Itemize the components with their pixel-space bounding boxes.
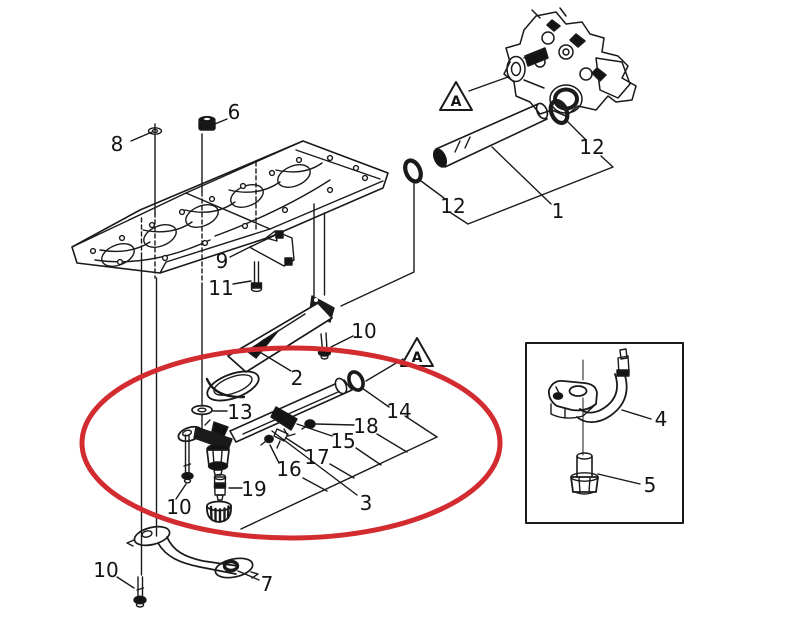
part-number-13: 13 — [227, 400, 253, 424]
part-number-12-right: 12 — [579, 135, 605, 159]
part-number-10-top: 10 — [351, 319, 377, 343]
part-number-6: 6 — [227, 100, 241, 124]
highlight-ellipse — [79, 345, 503, 541]
part-number-5: 5 — [643, 473, 657, 497]
part-number-10-mid: 10 — [166, 495, 192, 519]
part-number-14: 14 — [386, 399, 412, 423]
part-number-1: 1 — [551, 199, 565, 223]
part-number-18: 18 — [353, 414, 379, 438]
oil-pump-assembly — [503, 7, 637, 117]
part-number-11: 11 — [208, 276, 234, 300]
part-number-19: 19 — [241, 477, 267, 501]
inset-box — [525, 342, 684, 524]
strainer-cap — [206, 500, 232, 523]
datum-a-bottom: A — [411, 350, 423, 366]
valve-19 — [213, 473, 227, 501]
part-number-10-bottom: 10 — [93, 558, 119, 582]
part-number-16: 16 — [276, 457, 302, 481]
part-number-2: 2 — [290, 366, 304, 390]
part-number-17: 17 — [304, 445, 330, 469]
nut-6 — [198, 115, 216, 131]
fitting-17 — [273, 428, 289, 442]
leader-lines — [116, 76, 614, 589]
o-ring-12-left — [403, 158, 423, 184]
warning-triangle-top — [439, 81, 473, 111]
part-number-12-left: 12 — [440, 194, 466, 218]
bolt-10-mid — [181, 434, 194, 484]
bolt-16 — [264, 434, 274, 444]
bolt-10-bottom — [133, 576, 147, 608]
oil-pipe-4 — [548, 348, 630, 424]
bolt-11 — [250, 261, 263, 293]
part-number-4: 4 — [654, 407, 668, 431]
valve-body — [206, 443, 230, 476]
stud-projection-lines — [140, 133, 326, 576]
part-number-9: 9 — [215, 249, 229, 273]
bracket-9 — [249, 230, 295, 267]
transfer-tube-1 — [432, 102, 549, 168]
bolt-5 — [570, 397, 599, 495]
bolt-10-upper — [317, 332, 332, 360]
o-ring-12-right — [548, 98, 570, 126]
part-number-8: 8 — [110, 132, 124, 156]
part-number-7: 7 — [260, 572, 274, 596]
washer-13 — [191, 404, 213, 416]
clamp-15 — [270, 406, 298, 431]
stud-8 — [147, 123, 163, 135]
datum-a-top: A — [450, 94, 462, 110]
tube-assembly-3 — [177, 370, 365, 523]
oil-pipe-7 — [126, 525, 259, 579]
o-ring-14 — [347, 370, 365, 392]
part-number-3: 3 — [359, 491, 373, 515]
baffle-plate — [71, 140, 389, 274]
pickup-tube-2 — [205, 295, 335, 402]
part-number-15: 15 — [330, 429, 356, 453]
